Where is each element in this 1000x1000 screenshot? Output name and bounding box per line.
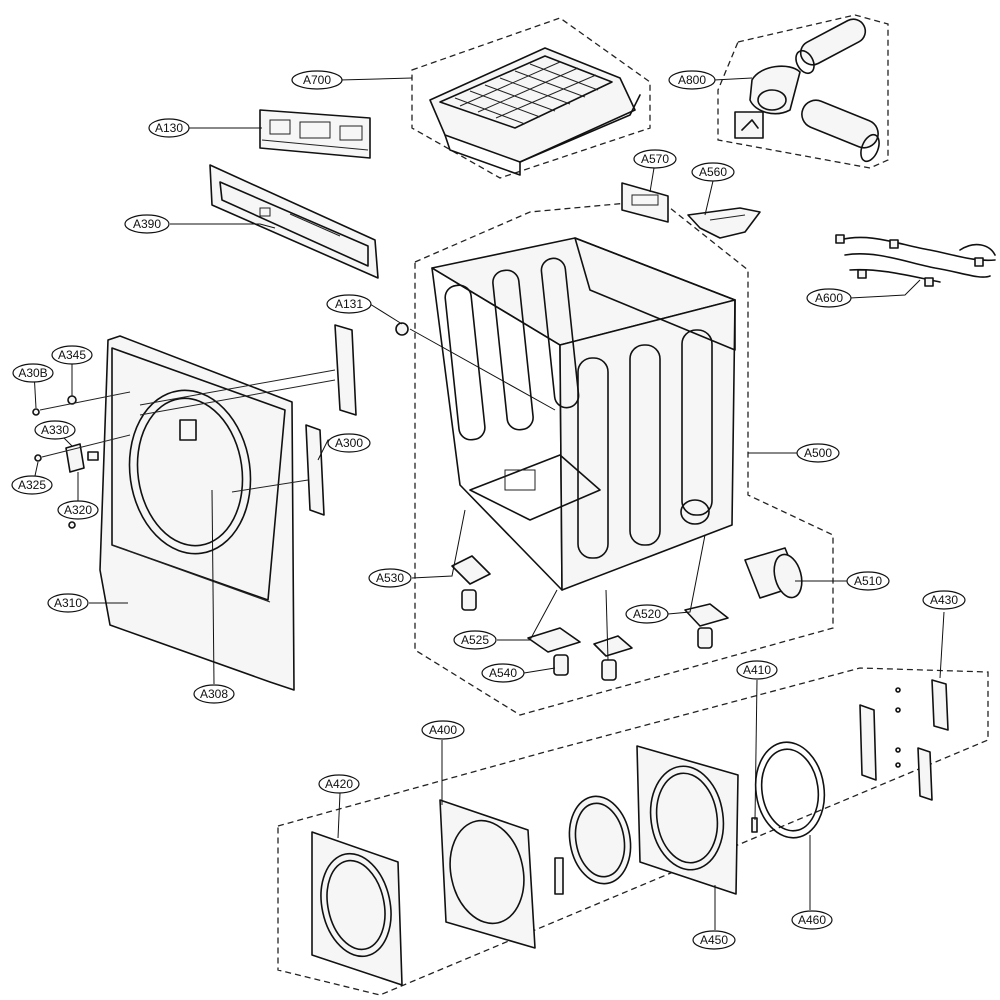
callout-a560: A560 xyxy=(691,162,735,182)
svg-text:A500: A500 xyxy=(804,446,832,460)
svg-text:A800: A800 xyxy=(678,73,706,87)
a390-panel-bracket xyxy=(209,164,379,279)
callout-a320: A320 xyxy=(57,500,99,520)
svg-text:A308: A308 xyxy=(200,687,228,701)
a700-top-tray xyxy=(429,47,641,176)
callout-a510: A510 xyxy=(846,571,890,591)
svg-text:A560: A560 xyxy=(699,165,727,179)
svg-text:A450: A450 xyxy=(700,933,728,947)
a540-foot xyxy=(593,635,633,681)
callout-a700: A700 xyxy=(291,70,343,90)
a410-latch-pin xyxy=(751,817,758,833)
callout-a130: A130 xyxy=(148,118,190,138)
a130-control-frame xyxy=(259,109,371,159)
callout-a420: A420 xyxy=(318,774,360,794)
svg-text:A570: A570 xyxy=(641,152,669,166)
callout-a131: A131 xyxy=(326,294,372,314)
a430-door-hinge xyxy=(859,679,949,801)
svg-text:A520: A520 xyxy=(633,607,661,621)
callout-a310: A310 xyxy=(47,593,89,613)
svg-text:A700: A700 xyxy=(303,73,331,87)
svg-text:A410: A410 xyxy=(743,663,771,677)
callout-a600: A600 xyxy=(806,288,852,308)
callout-a300: A300 xyxy=(327,433,371,453)
svg-text:A131: A131 xyxy=(335,297,363,311)
a530-foot-bracket xyxy=(451,555,491,611)
a131-screw xyxy=(395,322,409,336)
a400-door-frame xyxy=(439,799,564,949)
callout-a530: A530 xyxy=(368,568,412,588)
a460-door-gasket xyxy=(754,741,826,839)
a420-door-outer xyxy=(311,831,403,986)
callout-a400: A400 xyxy=(421,720,465,740)
svg-text:A345: A345 xyxy=(58,348,86,362)
callout-a410: A410 xyxy=(736,660,778,680)
cabinet-group-outline xyxy=(414,199,834,716)
a525-foot-bracket xyxy=(527,627,581,676)
callout-a345: A345 xyxy=(51,345,93,365)
callout-a525: A525 xyxy=(453,630,497,650)
svg-text:A330: A330 xyxy=(41,423,69,437)
a450-door-plate xyxy=(636,745,739,895)
svg-text:A530: A530 xyxy=(376,571,404,585)
a600-wire-harness xyxy=(835,234,996,287)
svg-text:A310: A310 xyxy=(54,596,82,610)
callout-a30b: A30B xyxy=(12,363,54,383)
a310-front-panel xyxy=(99,335,295,691)
front-door-group-outline xyxy=(277,667,989,996)
svg-text:A30B: A30B xyxy=(18,366,47,380)
callout-a308: A308 xyxy=(193,684,235,704)
svg-text:A430: A430 xyxy=(930,593,958,607)
svg-text:A400: A400 xyxy=(429,723,457,737)
a300-side-bracket xyxy=(139,324,357,516)
svg-text:A320: A320 xyxy=(64,503,92,517)
callout-a325: A325 xyxy=(11,475,53,495)
callout-a390: A390 xyxy=(124,214,170,234)
svg-text:A525: A525 xyxy=(461,633,489,647)
a800-exhaust-duct xyxy=(734,18,880,163)
a800-group-outline xyxy=(717,14,889,169)
callout-a460: A460 xyxy=(791,910,833,930)
a520-foot-bracket xyxy=(684,603,729,649)
callout-a330: A330 xyxy=(34,420,76,440)
a560-nozzle xyxy=(687,207,761,239)
callout-a450: A450 xyxy=(692,930,736,950)
svg-text:A130: A130 xyxy=(155,121,183,135)
door-glass-ring xyxy=(568,795,632,885)
svg-text:A510: A510 xyxy=(854,574,882,588)
callout-a430: A430 xyxy=(922,590,966,610)
svg-text:A325: A325 xyxy=(18,478,46,492)
svg-text:A540: A540 xyxy=(489,666,517,680)
svg-text:A420: A420 xyxy=(325,777,353,791)
a500-cabinet xyxy=(431,237,736,591)
callout-a570: A570 xyxy=(633,149,677,169)
a700-group-outline xyxy=(411,17,651,179)
svg-text:A390: A390 xyxy=(133,217,161,231)
a570-bracket xyxy=(621,182,669,223)
callout-a500: A500 xyxy=(796,443,840,463)
callout-a520: A520 xyxy=(625,604,669,624)
svg-text:A460: A460 xyxy=(798,913,826,927)
left-hinge-parts xyxy=(32,391,131,529)
callout-a540: A540 xyxy=(481,663,525,683)
svg-text:A600: A600 xyxy=(815,291,843,305)
a510-outlet-duct xyxy=(744,547,803,599)
callout-a800: A800 xyxy=(668,70,716,90)
svg-text:A300: A300 xyxy=(335,436,363,450)
